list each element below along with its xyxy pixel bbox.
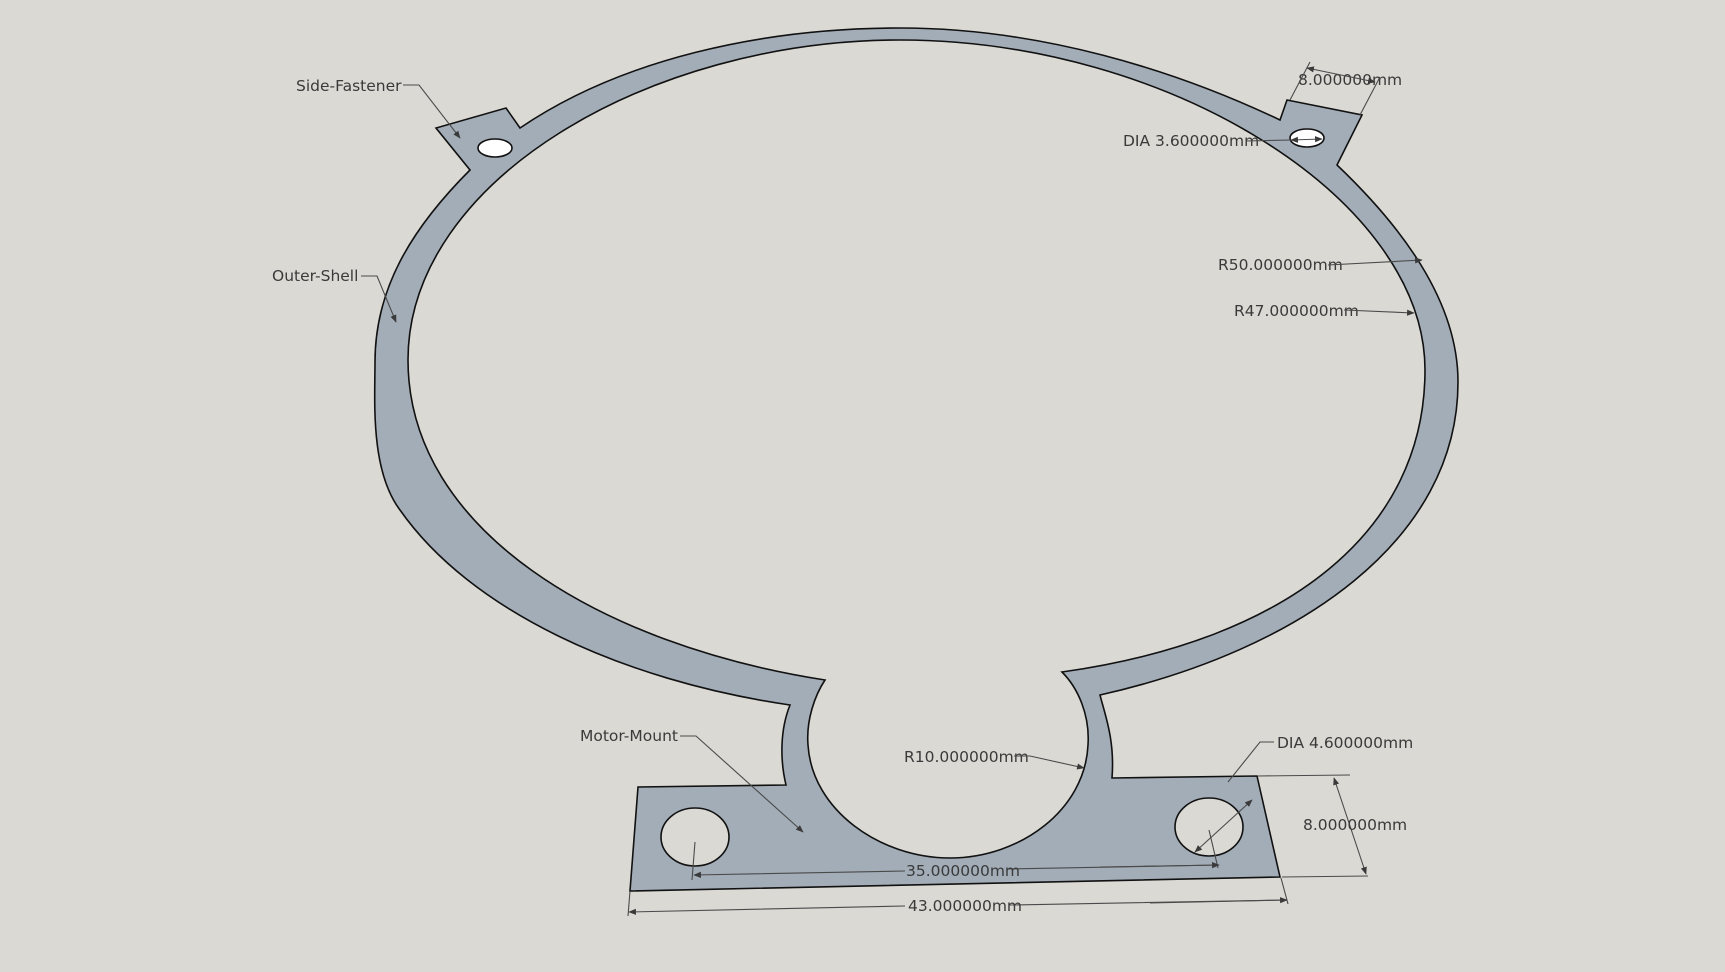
leader-side-fastener	[403, 84, 461, 139]
motor-mount-hole-left[interactable]	[660, 807, 730, 867]
dim-mount-height-arrow	[1333, 777, 1367, 875]
label-outer-shell: Outer-Shell	[272, 267, 358, 285]
dim-inner-radius: R47.000000mm	[1234, 302, 1359, 320]
side-fastener-hole-left[interactable]	[477, 138, 513, 158]
dim-tab-width-line-2	[1359, 76, 1381, 116]
dim-tab-width-arrow	[1306, 66, 1376, 84]
dim-fastener-hole-arrow	[1290, 136, 1323, 143]
dim-mount-height-ext-top	[1257, 774, 1351, 777]
label-side-fastener: Side-Fastener	[296, 77, 402, 95]
dim-inner-radius-leader	[1343, 309, 1415, 316]
dim-mount-height-ext-bottom	[1281, 875, 1369, 878]
dim-fastener-hole-dia: DIA 3.600000mm	[1123, 132, 1259, 150]
dim-mount-width: 43.000000mm	[908, 897, 1022, 915]
dim-hole-spacing-arrow-end	[1099, 862, 1220, 869]
dim-tab-width: 8.000000mm	[1298, 71, 1402, 89]
side-fastener-hole-right[interactable]	[1289, 128, 1325, 148]
dim-hole-spacing: 35.000000mm	[906, 862, 1020, 880]
part-body[interactable]	[373, 27, 1459, 892]
dim-mount-hole-leader	[1227, 741, 1274, 783]
dim-mount-height: 8.000000mm	[1303, 816, 1407, 834]
leader-outer-shell	[361, 275, 397, 323]
leader-motor-mount	[680, 735, 804, 833]
label-motor-mount: Motor-Mount	[580, 727, 678, 745]
dim-fastener-hole-line	[1245, 139, 1292, 142]
motor-mount-hole-right[interactable]	[1174, 797, 1244, 857]
dim-mount-hole-dia: DIA 4.600000mm	[1277, 734, 1413, 752]
dim-cutout-radius-leader	[1014, 755, 1085, 770]
dim-hole-spacing-ext-right	[1208, 829, 1219, 869]
dim-outer-radius-leader	[1327, 257, 1423, 266]
dim-mount-hole-arrow	[1194, 799, 1253, 853]
dim-outer-radius: R50.000000mm	[1218, 256, 1343, 274]
dim-mount-width-arrow-end	[1149, 897, 1288, 904]
dim-cutout-radius: R10.000000mm	[904, 748, 1029, 766]
